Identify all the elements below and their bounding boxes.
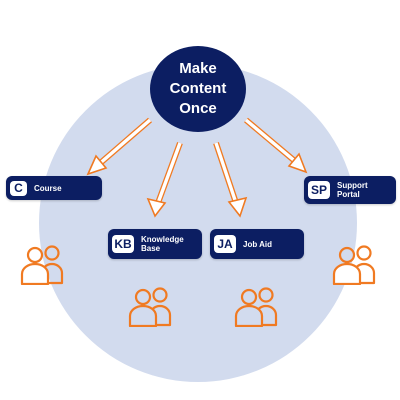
badge-c: C — [10, 180, 27, 196]
arrow-to-knowledge-base — [146, 141, 183, 218]
channel-label-support-portal: Support Portal — [337, 181, 368, 199]
channel-course: C Course — [6, 176, 102, 200]
channel-label-course: Course — [34, 183, 62, 193]
channel-job-aid: JA Job Aid — [210, 229, 304, 259]
make-content-once-hub: Make Content Once — [150, 46, 246, 132]
badge-ja: JA — [214, 235, 236, 253]
channel-label-job-aid: Job Aid — [243, 239, 273, 249]
badge-kb: KB — [112, 235, 134, 253]
channel-knowledge-base: KB Knowledge Base — [108, 229, 202, 259]
arrow-to-job-aid — [213, 142, 248, 218]
channel-support-portal: SP Support Portal — [304, 176, 396, 204]
hub-label: Make Content Once — [169, 60, 227, 117]
arrow-to-course — [86, 117, 152, 176]
people-group-icon — [128, 287, 172, 327]
people-group-icon — [234, 287, 278, 327]
channel-label-knowledge-base: Knowledge Base — [141, 235, 184, 253]
badge-sp: SP — [308, 181, 330, 199]
arrow-to-support-portal — [244, 117, 308, 174]
people-group-icon — [332, 245, 376, 285]
people-group-icon — [20, 245, 64, 285]
